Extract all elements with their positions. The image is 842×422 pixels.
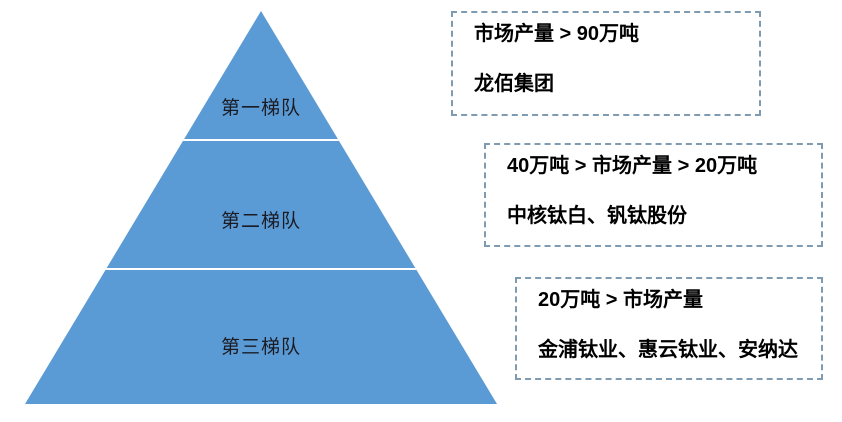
tier-2-label: 第二梯队 — [220, 211, 301, 232]
tier-3-companies: 金浦钛业、惠云钛业、安纳达 — [538, 339, 798, 361]
tier-2-companies: 中核钛白、钒钛股份 — [507, 205, 687, 227]
pyramid-shape: 第一梯队 第二梯队 第三梯队 — [25, 11, 497, 404]
tier-3-label: 第三梯队 — [220, 337, 301, 358]
tier-2-criteria: 40万吨 > 市场产量 > 20万吨 — [507, 155, 758, 177]
tier-1-annotation-box: 市场产量 > 90万吨 龙佰集团 — [451, 11, 761, 116]
tier-divider-1 — [25, 139, 497, 141]
tier-1-companies: 龙佰集团 — [474, 73, 554, 95]
tier-divider-2 — [25, 268, 497, 270]
tier-3-annotation-box: 20万吨 > 市场产量 金浦钛业、惠云钛业、安纳达 — [515, 277, 823, 380]
tier-1-criteria: 市场产量 > 90万吨 — [474, 23, 640, 45]
tier-1-label: 第一梯队 — [220, 98, 301, 119]
tier-2-annotation-box: 40万吨 > 市场产量 > 20万吨 中核钛白、钒钛股份 — [484, 143, 823, 247]
tier-3-criteria: 20万吨 > 市场产量 — [538, 289, 704, 311]
